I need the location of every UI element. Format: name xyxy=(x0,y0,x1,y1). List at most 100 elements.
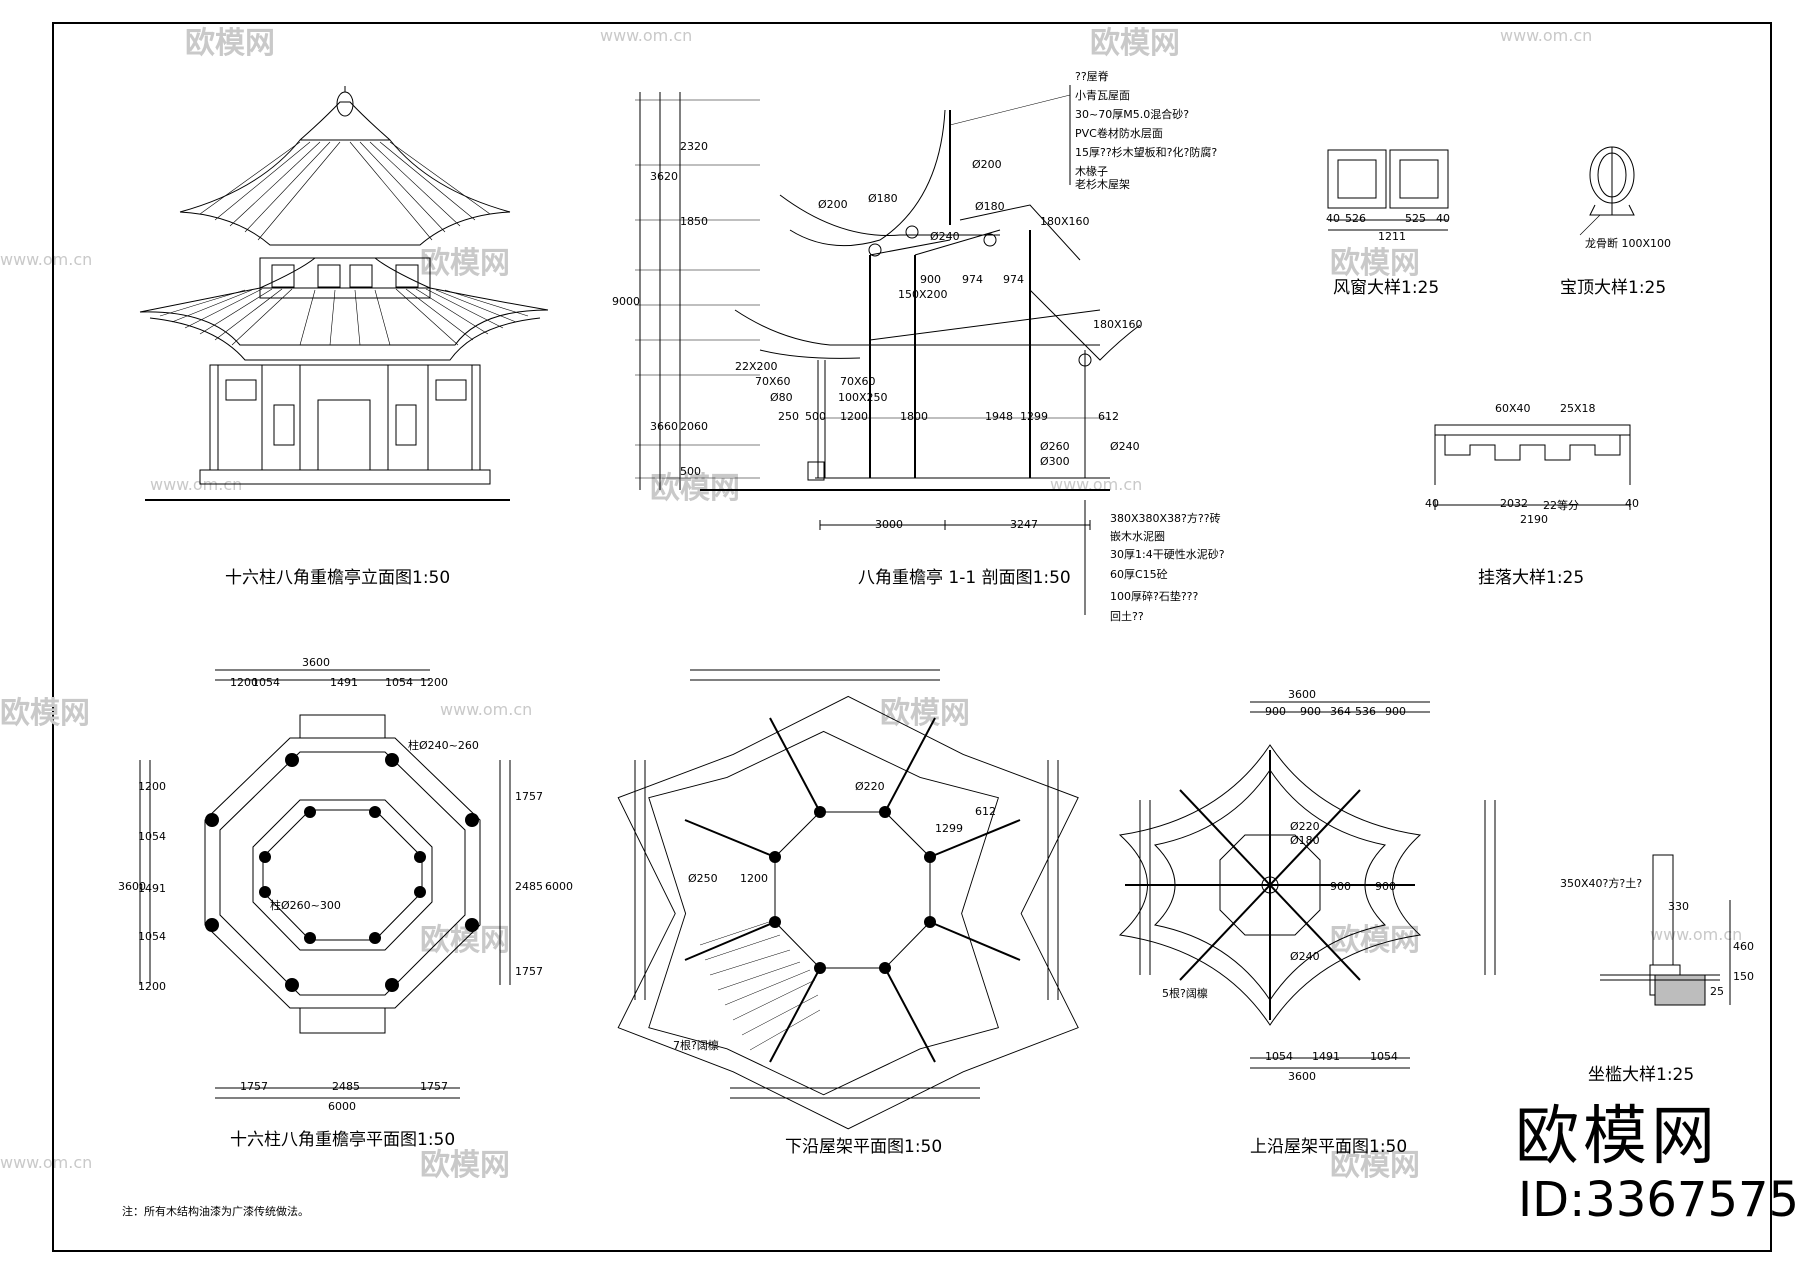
section-dim: 1200 xyxy=(840,410,868,423)
section-dim: 900 xyxy=(920,273,941,286)
model-id: ID:3367575 xyxy=(1518,1172,1800,1228)
plan-dim-top: 1491 xyxy=(330,676,358,689)
upper-roof-dim: 1491 xyxy=(1312,1050,1340,1063)
watermark: 欧模网 xyxy=(650,471,740,506)
lower-roof-label: 7根?阔檩 xyxy=(673,1039,719,1052)
watermark: 欧模网 xyxy=(1330,1148,1420,1183)
bench-label: 150 xyxy=(1733,970,1754,983)
watermark-url: www.om.cn xyxy=(440,700,533,719)
plan-label: 柱Ø260~300 xyxy=(270,899,341,912)
bench-label: 330 xyxy=(1668,900,1689,913)
bench-label: 25 xyxy=(1710,985,1724,998)
section-vertical-dim: 2320 xyxy=(680,140,708,153)
floor-layer-5: 100厚碎?石垫??? xyxy=(1110,590,1199,603)
upper-roof-dim: 3600 xyxy=(1288,688,1316,701)
hanging-dim: 60X40 xyxy=(1495,402,1531,415)
hanging-dim: 40 xyxy=(1625,497,1639,510)
plan-dim-left: 1200 xyxy=(138,980,166,993)
floor-plan-drawing xyxy=(139,669,511,1099)
watermark: 欧模网 xyxy=(1330,923,1420,958)
plan-label: 柱Ø240~260 xyxy=(408,739,479,752)
watermark: 欧模网 xyxy=(185,26,275,61)
section-vertical-dim: 3620 xyxy=(650,170,678,183)
finial-label: 龙骨断 100X100 xyxy=(1585,237,1672,250)
upper-roof-dim: 1054 xyxy=(1265,1050,1293,1063)
elevation-drawing xyxy=(139,86,549,501)
section-dim: 974 xyxy=(1003,273,1024,286)
section-dim: 3247 xyxy=(1010,518,1038,531)
roof-layer-6: 木椽子 xyxy=(1075,165,1108,178)
plan-dim-bottom: 2485 xyxy=(332,1080,360,1093)
lower-roof-label: Ø220 xyxy=(855,780,885,793)
watermark: 欧模网 xyxy=(420,246,510,281)
section-label: Ø300 xyxy=(1040,455,1070,468)
floor-plan-columns xyxy=(205,753,479,992)
upper-roof-dim: 900 xyxy=(1300,705,1321,718)
floor-layer-2: 嵌木水泥圈 xyxy=(1110,530,1165,543)
watermark: 欧模网 xyxy=(0,696,90,731)
section-label: Ø240 xyxy=(930,230,960,243)
section-label: Ø180 xyxy=(975,200,1005,213)
plan-dim-right: 2485 xyxy=(515,880,543,893)
finial-detail xyxy=(1579,146,1635,236)
upper-roof-dim: 3600 xyxy=(1288,1070,1316,1083)
plan-dim-left: 1054 xyxy=(138,830,166,843)
bench-detail xyxy=(1600,854,1731,1006)
roof-layer-4: PVC卷材防水层面 xyxy=(1075,127,1163,140)
section-drawing xyxy=(635,85,1141,615)
plan-dim-top: 1054 xyxy=(385,676,413,689)
watermark: 欧模网 xyxy=(1090,26,1180,61)
roof-layer-5: 15厚??杉木望板和?化?防腐? xyxy=(1075,146,1218,159)
upper-roof-label: Ø240 xyxy=(1290,950,1320,963)
plan-dim-left: 1491 xyxy=(138,882,166,895)
window-dim: 1211 xyxy=(1378,230,1406,243)
caption-upper-roof: 上沿屋架平面图1:50 xyxy=(1250,1137,1408,1157)
floor-layer-6: 回土?? xyxy=(1110,610,1144,623)
upper-roof-label: 900 xyxy=(1375,880,1396,893)
lower-roof-columns xyxy=(769,806,936,974)
watermark-url: www.om.cn xyxy=(1500,26,1593,45)
section-label: Ø260 xyxy=(1040,440,1070,453)
roof-layer-7: 老杉木屋架 xyxy=(1075,178,1130,191)
upper-roof-dim: 364 xyxy=(1330,705,1351,718)
lower-roof-label: 1200 xyxy=(740,872,768,885)
plan-dim-top: 1200 xyxy=(230,676,258,689)
section-dim: 250 xyxy=(778,410,799,423)
section-label: 180X160 xyxy=(1093,318,1143,331)
hanging-dim: 25X18 xyxy=(1560,402,1596,415)
caption-lower-roof: 下沿屋架平面图1:50 xyxy=(785,1137,943,1157)
hanging-dim: 40 xyxy=(1425,497,1439,510)
section-vertical-dim: 9000 xyxy=(612,295,640,308)
plan-dim-bottom: 1757 xyxy=(420,1080,448,1093)
upper-roof-dim: 900 xyxy=(1385,705,1406,718)
section-dim: 3000 xyxy=(875,518,903,531)
section-dim: 612 xyxy=(1098,410,1119,423)
section-dim: 974 xyxy=(962,273,983,286)
section-dim: 1800 xyxy=(900,410,928,423)
hanging-dim: 2190 xyxy=(1520,513,1548,526)
bench-label: 350X40?方?土? xyxy=(1560,877,1643,890)
hanging-dim: 2032 xyxy=(1500,497,1528,510)
section-label: 100X250 xyxy=(838,391,888,404)
watermark: 欧模网 xyxy=(420,1148,510,1183)
plan-dim-left: 3600 xyxy=(118,880,146,893)
section-dim: 500 xyxy=(805,410,826,423)
caption-bench: 坐槛大样1:25 xyxy=(1588,1065,1695,1085)
plan-dim-top: 3600 xyxy=(302,656,330,669)
upper-roof-label: 5根?阔檩 xyxy=(1162,987,1208,1000)
upper-roof-label: Ø220 xyxy=(1290,820,1320,833)
section-label: Ø240 xyxy=(1110,440,1140,453)
window-dim: 526 xyxy=(1345,212,1366,225)
section-label: 70X60 xyxy=(755,375,791,388)
upper-roof-label: 900 xyxy=(1330,880,1351,893)
roof-layer-3: 30~70厚M5.0混合砂? xyxy=(1075,108,1190,121)
caption-finial: 宝顶大样1:25 xyxy=(1560,278,1667,298)
plan-dim-right: 6000 xyxy=(545,880,573,893)
watermark-url: www.om.cn xyxy=(0,1153,93,1172)
plan-dim-left: 1054 xyxy=(138,930,166,943)
section-vertical-dim: 500 xyxy=(680,465,701,478)
plan-dim-right: 1757 xyxy=(515,965,543,978)
brand-logo: 欧模网 xyxy=(1515,1100,1719,1174)
